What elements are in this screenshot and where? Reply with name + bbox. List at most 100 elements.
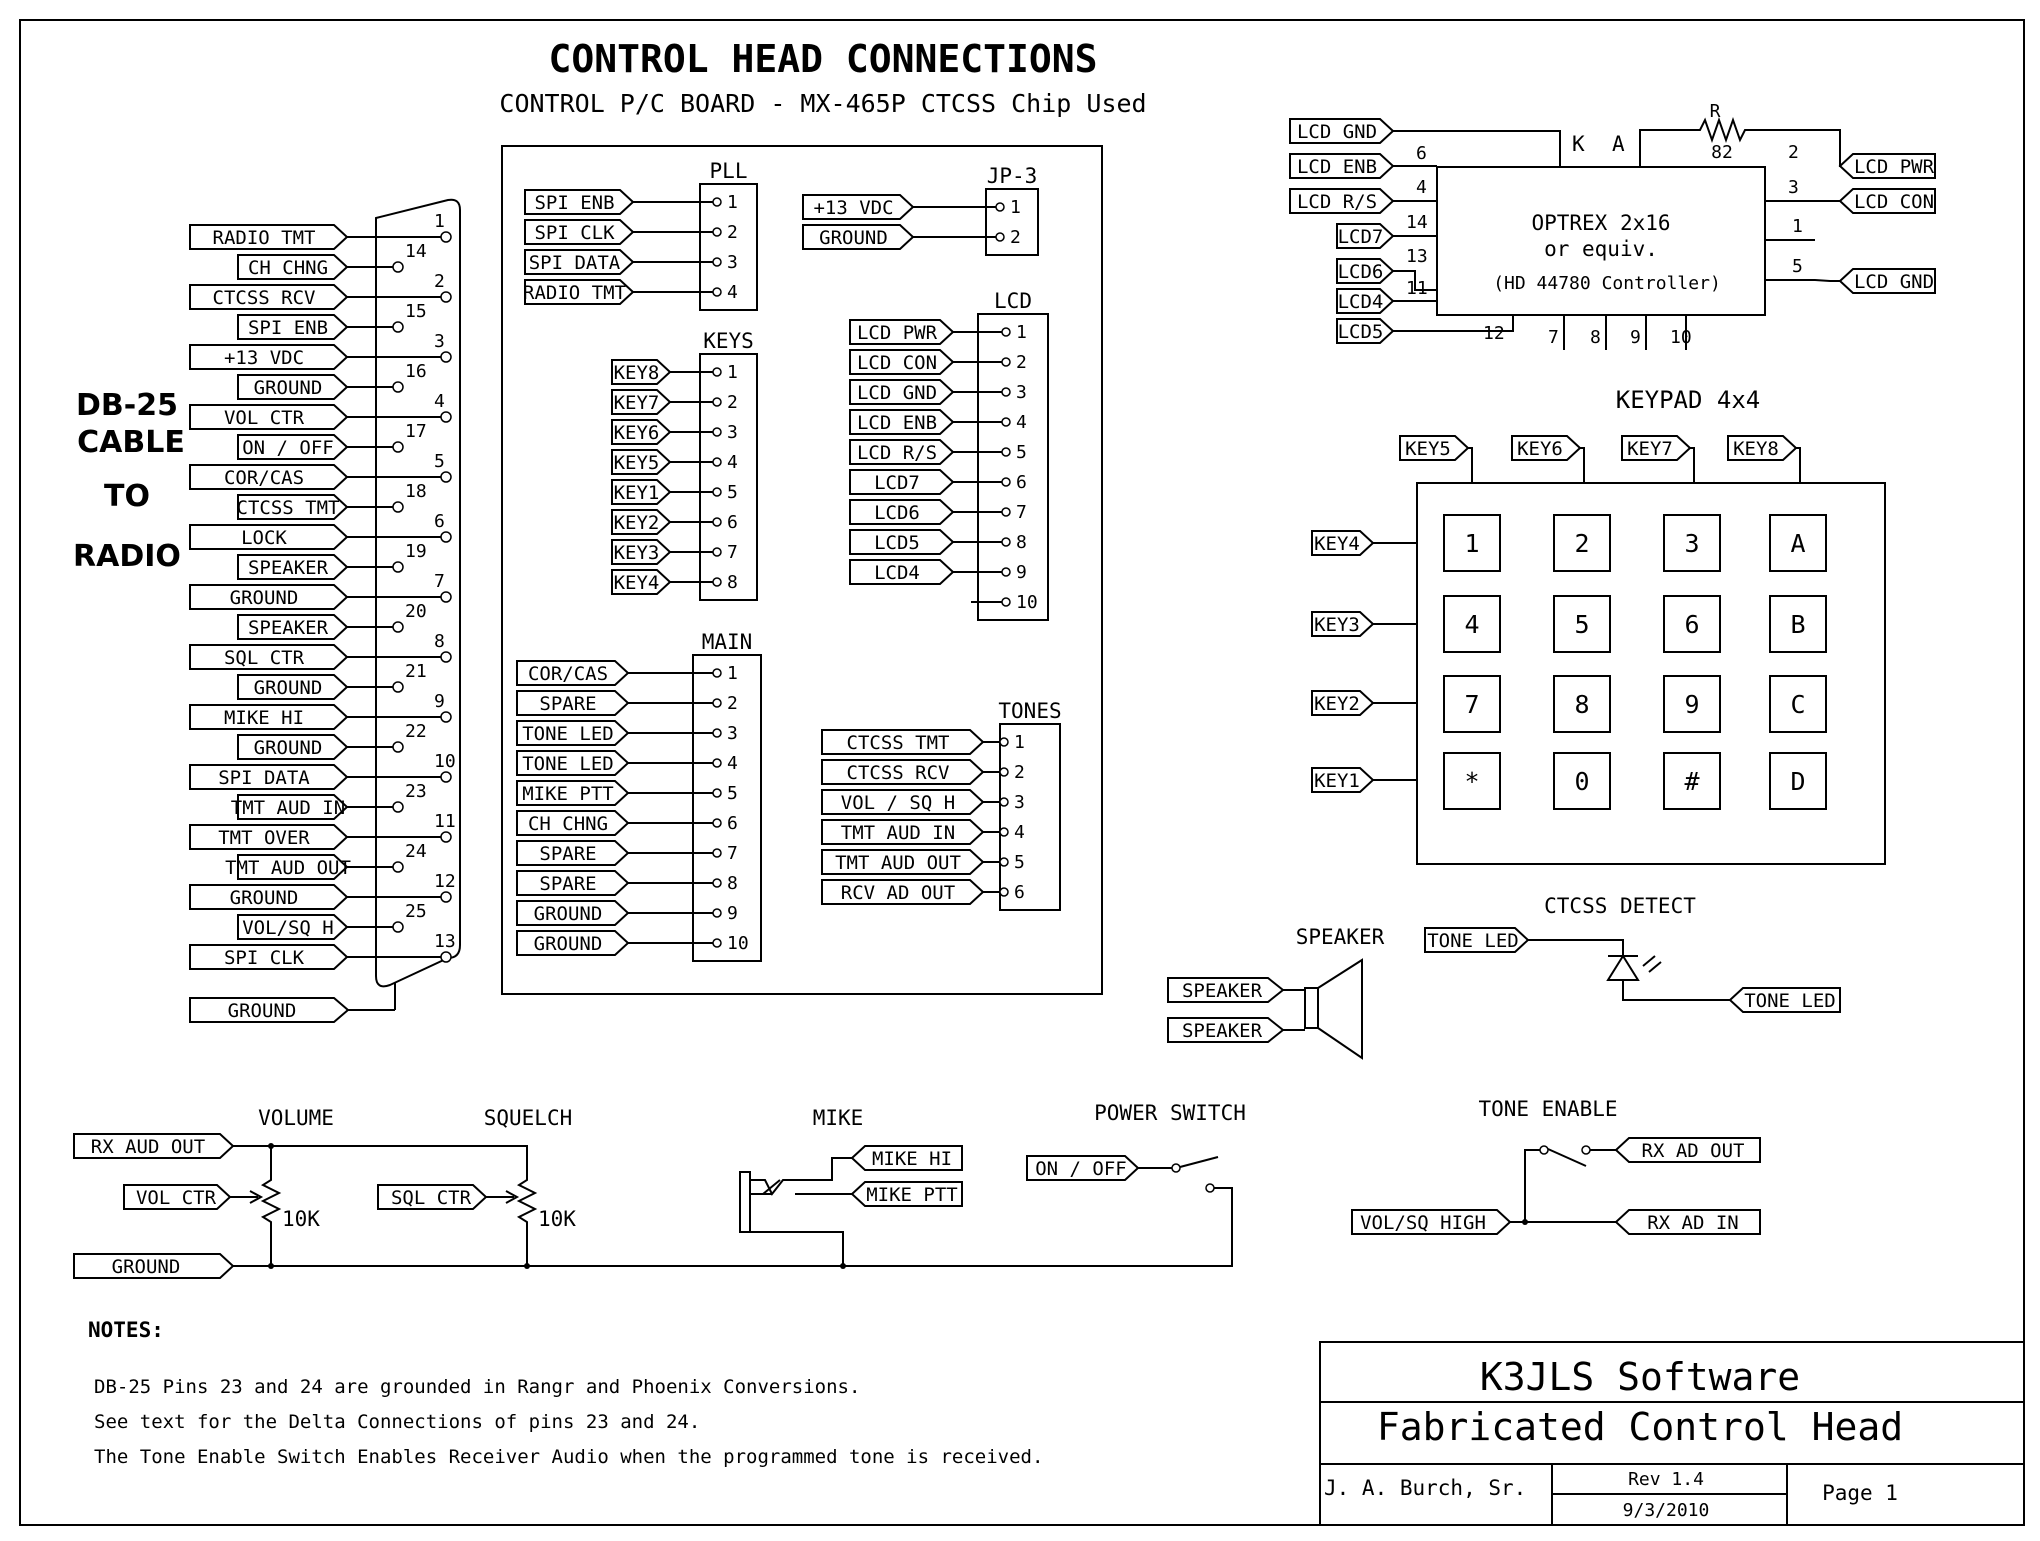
svg-text:KEY4: KEY4 [1314, 533, 1360, 555]
keypad-key: * [1443, 752, 1501, 810]
lcd-signal-5-shape [849, 439, 955, 465]
db25-signal-8-shape [237, 434, 349, 460]
main-signal-2: SPARE [516, 690, 630, 716]
keypad-left-flag-1: KEY4 [1311, 530, 1417, 556]
svg-text:DB-25 Pins 23 and 24 are groun: DB-25 Pins 23 and 24 are grounded in Ran… [94, 1376, 860, 1398]
db25-pin-8 [392, 441, 404, 453]
speaker-symbol [1304, 958, 1363, 1060]
jp3-pin-number: 2 [1010, 227, 1021, 248]
keypad-key-label: 3 [1684, 529, 1699, 558]
svg-text:10K: 10K [538, 1207, 576, 1231]
main-signal-10: GROUND [516, 930, 630, 956]
lcdmod-left-pin-number: 13 [1406, 246, 1428, 267]
lcd-header-body [977, 313, 1049, 621]
keys-signal-4-shape [611, 449, 672, 475]
main-pin-8 [712, 878, 722, 888]
tones-pin-3 [999, 797, 1009, 807]
keypad-key: 8 [1553, 675, 1611, 733]
lcd-signal-5-label: LCD R/S [857, 442, 937, 464]
db25-signal-16-shape [237, 674, 349, 700]
db25-pin-17 [440, 711, 452, 723]
speaker-flag-2: SPEAKER [1167, 1017, 1285, 1043]
db25-side-label: DB-25 CABLE TO RADIO [73, 388, 185, 574]
db25-signal-25: SPI CLK [189, 944, 349, 970]
svg-text:GROUND: GROUND [228, 1000, 297, 1022]
keys-signal-5-label: KEY1 [614, 482, 660, 504]
main-signal-4-shape [516, 750, 630, 776]
lcd-header-name: LCD [994, 289, 1032, 313]
keypad-key-box [1553, 514, 1611, 572]
db25-signal-17-shape [189, 704, 349, 730]
keypad-left-flag-3: KEY2 [1311, 690, 1417, 716]
keypad-key: 0 [1553, 752, 1611, 810]
pll-header-name: PLL [710, 159, 748, 183]
db25-pin-number: 16 [405, 361, 427, 382]
db25-signal-21-label: TMT OVER [218, 827, 310, 849]
svg-text:TONE ENABLE: TONE ENABLE [1478, 1097, 1617, 1121]
keys-signal-3-label: KEY6 [614, 422, 660, 444]
lcdmod-left-signal-4: LCD7 [1336, 223, 1395, 249]
svg-text:MIKE HI: MIKE HI [872, 1148, 952, 1170]
tones-signal-3-label: VOL / SQ H [841, 792, 955, 814]
jp3-pin-2 [995, 232, 1005, 242]
db25-pin-number: 3 [434, 331, 445, 352]
keypad-key-label: C [1790, 690, 1805, 719]
tone-enable-section: TONE ENABLE VOL/SQ HIGH RX AD OUT RX AD … [1351, 1097, 1761, 1235]
db25-signal-2-label: CH CHNG [248, 257, 328, 279]
db25-signal-11: LOCK [189, 524, 349, 550]
svg-text:ON / OFF: ON / OFF [1035, 1158, 1127, 1180]
lcdmod-left-signal-6: LCD4 [1336, 288, 1395, 314]
pll-signal-4-shape [524, 279, 635, 305]
tb-project: Fabricated Control Head [1377, 1405, 1903, 1449]
db25-signal-22-shape [237, 854, 349, 880]
db25-signal-1: RADIO TMT [189, 224, 349, 250]
db25-signal-24-label: VOL/SQ H [242, 917, 334, 939]
db25-signal-5-shape [189, 344, 349, 370]
lcd-signal-3-shape [849, 379, 955, 405]
svg-text:TONE LED: TONE LED [1744, 990, 1836, 1012]
lcdmod-left-signal-1-label: LCD GND [1297, 121, 1377, 143]
lcd-signal-1: LCD PWR [849, 319, 955, 345]
db25-signal-15-shape [189, 644, 349, 670]
volume-pot [260, 1172, 282, 1265]
db25-signal-13: GROUND [189, 584, 349, 610]
main-pin-2 [712, 698, 722, 708]
svg-text:R: R [1710, 101, 1721, 122]
tb-date: 9/3/2010 [1623, 1500, 1710, 1521]
jp3-signal-1: +13 VDC [802, 194, 915, 220]
db25-signal-19-shape [189, 764, 349, 790]
db25-signal-15-label: SQL CTR [224, 647, 305, 669]
pll-pin-number: 2 [727, 222, 738, 243]
db25-signal-1-shape [189, 224, 349, 250]
tones-signal-6-shape [821, 879, 985, 905]
lcdmod-left-signal-2-label: LCD ENB [1297, 156, 1377, 178]
keypad-key-label: 1 [1464, 529, 1479, 558]
main-header-body [692, 654, 762, 962]
pll-signal-2-label: SPI CLK [534, 222, 615, 244]
keypad-key: C [1769, 675, 1827, 733]
svg-text:(HD 44780 Controller): (HD 44780 Controller) [1493, 273, 1721, 294]
lcdmod-right-pin-number: 1 [1792, 216, 1803, 237]
svg-text:TONE LED: TONE LED [1427, 930, 1519, 952]
lcd-signal-6-label: LCD7 [874, 472, 920, 494]
lcdmod-right-signal-1-shape [1838, 153, 1936, 179]
ctcss-out-flag: TONE LED [1728, 987, 1841, 1013]
pll-signal-2-shape [524, 219, 635, 245]
db25-pin-5 [440, 351, 452, 363]
db25-pin-number: 5 [434, 451, 445, 472]
db25-signal-20-label: TMT AUD IN [231, 797, 345, 819]
db25-pin-number: 2 [434, 271, 445, 292]
keys-signal-7: KEY3 [611, 539, 672, 565]
db25-pin-3 [440, 291, 452, 303]
db25-signal-18: GROUND [237, 734, 349, 760]
db25-pin-number: 8 [434, 631, 445, 652]
keypad-key: 6 [1663, 595, 1721, 653]
notes-section: NOTES: DB-25 Pins 23 and 24 are grounded… [88, 1318, 1043, 1468]
main-signal-1: COR/CAS [516, 660, 630, 686]
lcd-signal-8: LCD5 [849, 529, 955, 555]
keys-signal-4-label: KEY5 [614, 452, 660, 474]
keys-pin-number: 7 [727, 542, 738, 563]
tones-pin-4 [999, 827, 1009, 837]
mike-ptt-flag: MIKE PTT [850, 1181, 963, 1207]
db25-signal-7-shape [189, 404, 349, 430]
